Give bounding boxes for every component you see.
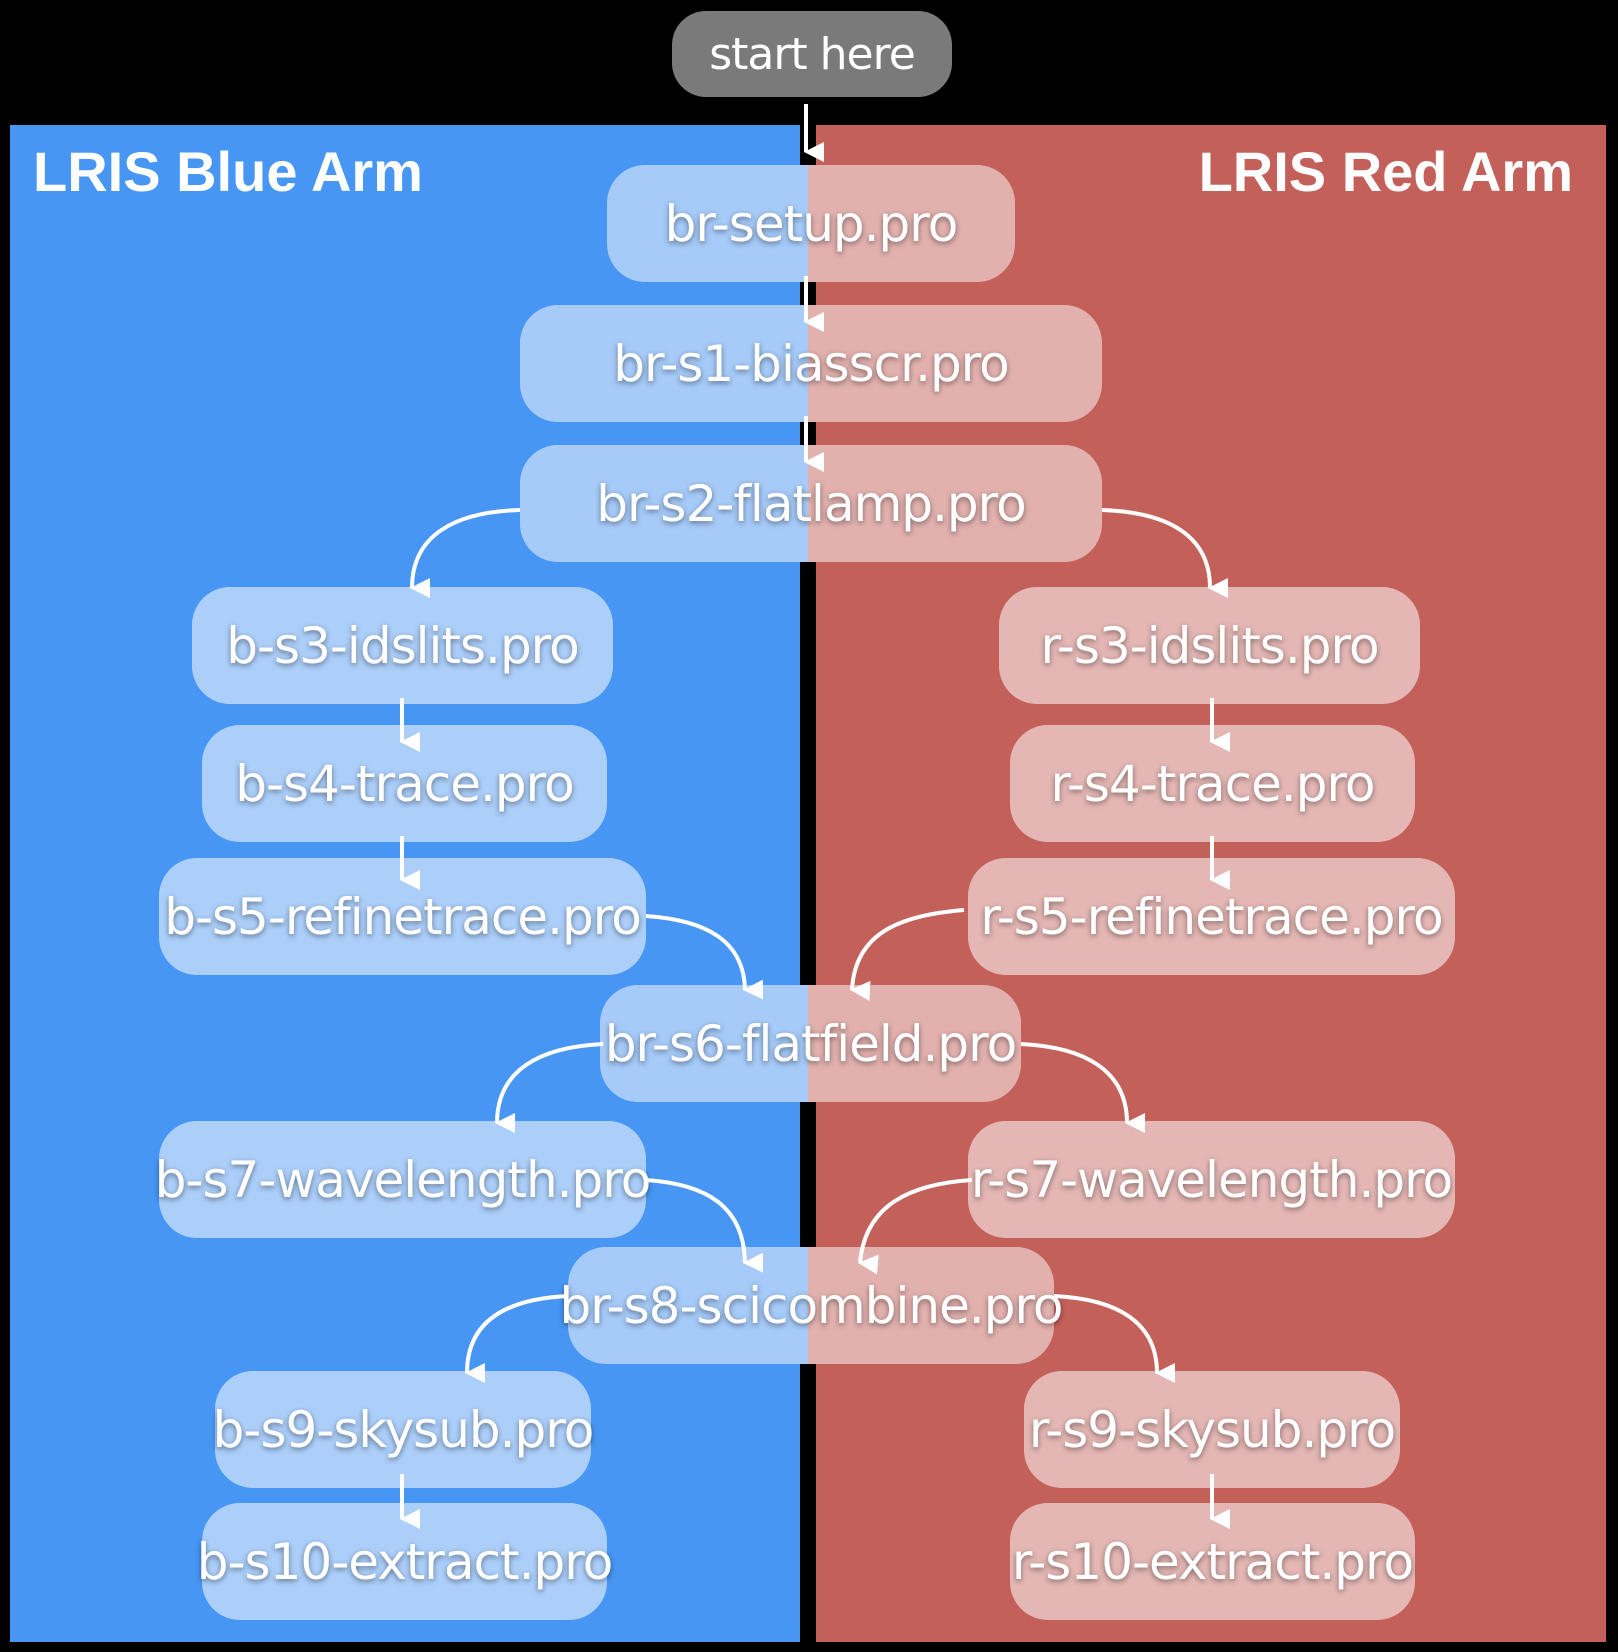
node-r-s10-extract: r-s10-extract.pro (1010, 1503, 1415, 1620)
node-b-s4-trace: b-s4-trace.pro (202, 725, 607, 842)
node-br-s1-biasscr: br-s1-biasscr.pro (520, 305, 1102, 422)
node-b-s9-skysub: b-s9-skysub.pro (213, 1371, 594, 1488)
node-b-s10-extract: b-s10-extract.pro (197, 1503, 613, 1620)
node-r-s4-trace: r-s4-trace.pro (1010, 725, 1415, 842)
node-br-setup: br-setup.pro (607, 165, 1015, 282)
node-b-s3-idslits: b-s3-idslits.pro (192, 587, 613, 704)
node-br-s2-flatlamp: br-s2-flatlamp.pro (520, 445, 1102, 562)
node-b-s7-wavelength: b-s7-wavelength.pro (155, 1121, 651, 1238)
node-b-s5-refinetrace: b-s5-refinetrace.pro (159, 858, 646, 975)
node-r-s9-skysub: r-s9-skysub.pro (1024, 1371, 1400, 1488)
node-r-s5-refinetrace: r-s5-refinetrace.pro (968, 858, 1455, 975)
node-r-s7-wavelength: r-s7-wavelength.pro (968, 1121, 1455, 1238)
red-arm-title: LRIS Red Arm (1198, 140, 1573, 203)
node-br-s8-scicombine: br-s8-scicombine.pro (559, 1247, 1064, 1364)
node-br-s6-flatfield: br-s6-flatfield.pro (600, 985, 1021, 1102)
blue-arm-title: LRIS Blue Arm (33, 140, 423, 203)
start-node: start here (672, 11, 952, 97)
node-r-s3-idslits: r-s3-idslits.pro (999, 587, 1420, 704)
